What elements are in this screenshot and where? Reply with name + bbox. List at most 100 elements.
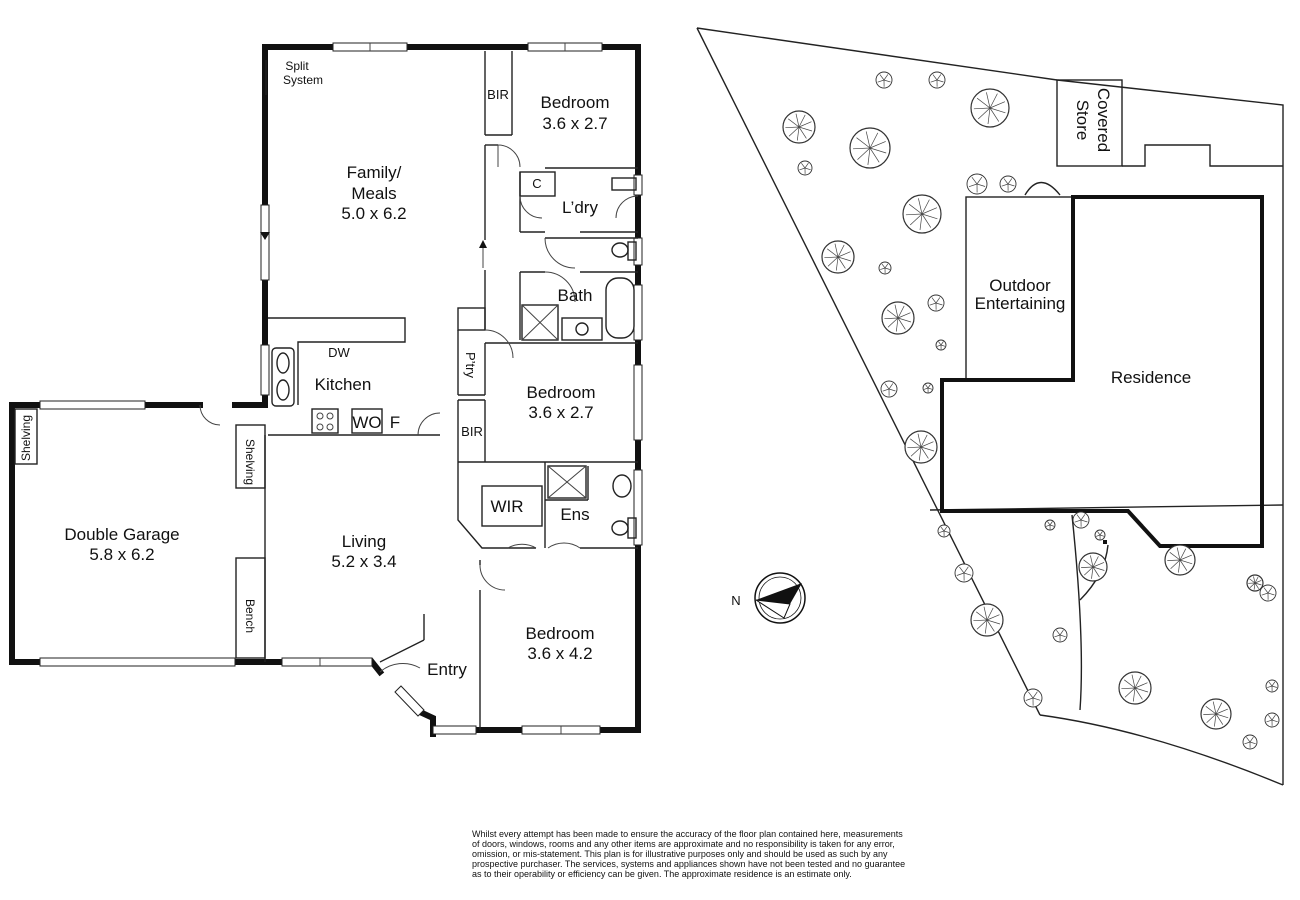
tree-branch <box>824 256 839 259</box>
tree-branch <box>1049 521 1053 526</box>
disclaimer-line: of doors, windows, rooms and any other i… <box>472 839 895 849</box>
tree-branch <box>1254 576 1259 584</box>
wall-oven-label: WO <box>352 413 381 432</box>
split-system-label: Split <box>285 59 309 73</box>
tree-branch <box>1205 706 1217 715</box>
tree-branch <box>986 607 994 621</box>
door-swings <box>199 144 639 673</box>
garage-label: Double Garage <box>64 525 179 544</box>
family-label: Family/ <box>347 163 402 182</box>
tree-branch <box>1134 675 1142 689</box>
tree-branch <box>852 147 871 150</box>
tree-branch <box>935 302 943 306</box>
tree-branch <box>895 317 899 332</box>
tree-branch <box>1092 562 1105 568</box>
tree-branch <box>968 183 978 188</box>
tree-branch <box>1123 679 1136 689</box>
tree-branch <box>804 162 809 169</box>
tree-branch <box>971 176 978 185</box>
tree-branch <box>920 434 928 448</box>
tree-branch <box>1032 691 1038 699</box>
tree-branch <box>1215 713 1224 725</box>
tree-branch <box>1267 592 1275 596</box>
tree-branch <box>1179 554 1192 561</box>
split-system-label-2: System <box>283 73 323 87</box>
tree-branch <box>1261 592 1269 596</box>
site-boundary <box>696 27 1284 786</box>
tree-branch <box>1249 578 1256 584</box>
tree-branch <box>880 267 886 270</box>
tree-branch <box>907 446 922 449</box>
bench-label: Bench <box>243 599 257 633</box>
tree-branch <box>1178 559 1181 573</box>
tree-branch <box>921 213 938 220</box>
tree-branch <box>1246 736 1251 743</box>
tree-branch <box>796 126 800 141</box>
tree-branch <box>1179 559 1193 565</box>
tree-branch <box>986 614 1000 621</box>
tree-branch <box>883 74 889 81</box>
north-label: N <box>731 593 740 608</box>
site-structures <box>940 79 1283 548</box>
tree-branch <box>973 619 988 622</box>
tree-branch <box>1179 548 1187 561</box>
living-dims: 5.2 x 3.4 <box>331 552 396 571</box>
tree-branch <box>1215 708 1228 715</box>
tree-branch <box>918 198 923 215</box>
tree-branch <box>877 79 885 83</box>
tree-branch <box>1083 559 1094 568</box>
tree-branch <box>1092 566 1100 578</box>
tree-branch <box>1170 559 1181 569</box>
tree-branch <box>897 317 912 323</box>
tree-branch <box>984 619 988 634</box>
tree-branch <box>1090 555 1094 568</box>
tree-branch <box>1007 178 1013 185</box>
disclaimer-line: omission, or mis-statement. This plan is… <box>472 849 888 859</box>
tree-branch <box>787 118 800 128</box>
tree-branch <box>983 606 988 621</box>
tree-branch <box>795 113 800 128</box>
tree-branch <box>1047 521 1051 526</box>
entry-label: Entry <box>427 660 467 679</box>
tree-branch <box>883 79 891 83</box>
tree-branch <box>1134 687 1143 700</box>
tree-branch <box>804 167 811 171</box>
tree-branch <box>976 183 986 187</box>
tree-branch <box>973 107 991 110</box>
tree-branch <box>921 199 930 215</box>
tree-branch <box>1267 587 1273 594</box>
landscape-trees <box>782 71 1280 750</box>
tree-branch <box>1271 714 1276 721</box>
tree-branch <box>1267 685 1273 688</box>
bedroom3-dims: 3.6 x 4.2 <box>527 644 592 663</box>
pantry-label: P’try <box>463 352 478 379</box>
tree-branch <box>1266 719 1273 723</box>
tree-branch <box>1099 531 1103 536</box>
family-dims: 5.0 x 6.2 <box>341 204 406 223</box>
tree-branch <box>921 207 938 215</box>
tree-branch <box>989 93 998 109</box>
tree-branch <box>920 446 935 452</box>
tree-branch <box>1169 552 1181 561</box>
tree-branch <box>1134 682 1148 689</box>
tree-branch <box>909 213 923 226</box>
tree-branch <box>918 446 922 461</box>
tree-branch <box>1215 713 1229 719</box>
tree-branch <box>927 384 931 389</box>
tree-branch <box>956 572 965 576</box>
tree-branch <box>826 248 839 258</box>
tree-branch <box>897 305 905 319</box>
tree-branch <box>1074 519 1082 523</box>
tree-branch <box>1124 687 1136 698</box>
bedroom1-label: Bedroom <box>541 93 610 112</box>
tree-branch <box>925 384 929 389</box>
disclaimer-line: as to their operability or efficiency ca… <box>472 869 852 879</box>
tree-branch <box>869 132 879 149</box>
tree-branch <box>1254 580 1262 584</box>
tree-branch <box>798 121 812 128</box>
tree-branch <box>1176 547 1181 561</box>
garage-dims: 5.8 x 6.2 <box>89 545 154 564</box>
tree-branch <box>936 344 942 347</box>
tree-branch <box>837 251 851 258</box>
